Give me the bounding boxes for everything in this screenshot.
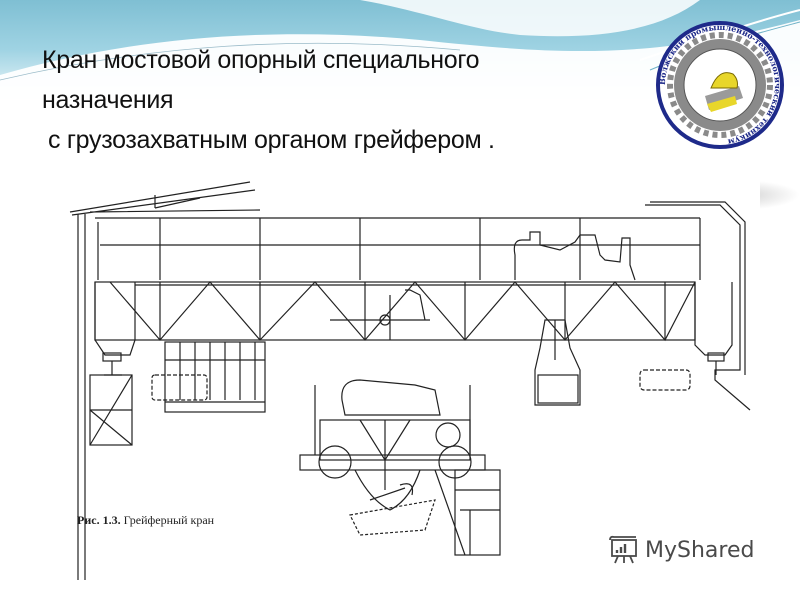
crane-technical-drawing: [60, 170, 760, 580]
watermark-text: MyShared: [645, 537, 755, 563]
header-wave-decoration: [0, 0, 800, 130]
college-logo-icon: Волжский промышленно-технологический тех…: [656, 21, 784, 149]
presentation-board-icon: [609, 535, 637, 564]
figure-title: Грейферный кран: [123, 513, 215, 527]
myshared-watermark[interactable]: MyShared: [607, 535, 754, 565]
slide-title: Кран мостовой опорный специального назна…: [42, 40, 662, 160]
title-line-3: с грузозахватным органом грейфером .: [48, 126, 495, 154]
title-line-2: назначения: [42, 86, 174, 114]
title-line-1: Кран мостовой опорный специального: [42, 46, 480, 74]
figure-number: Рис. 1.3.: [77, 513, 121, 527]
figure-caption: Рис. 1.3. Грейферный кран: [77, 513, 214, 528]
